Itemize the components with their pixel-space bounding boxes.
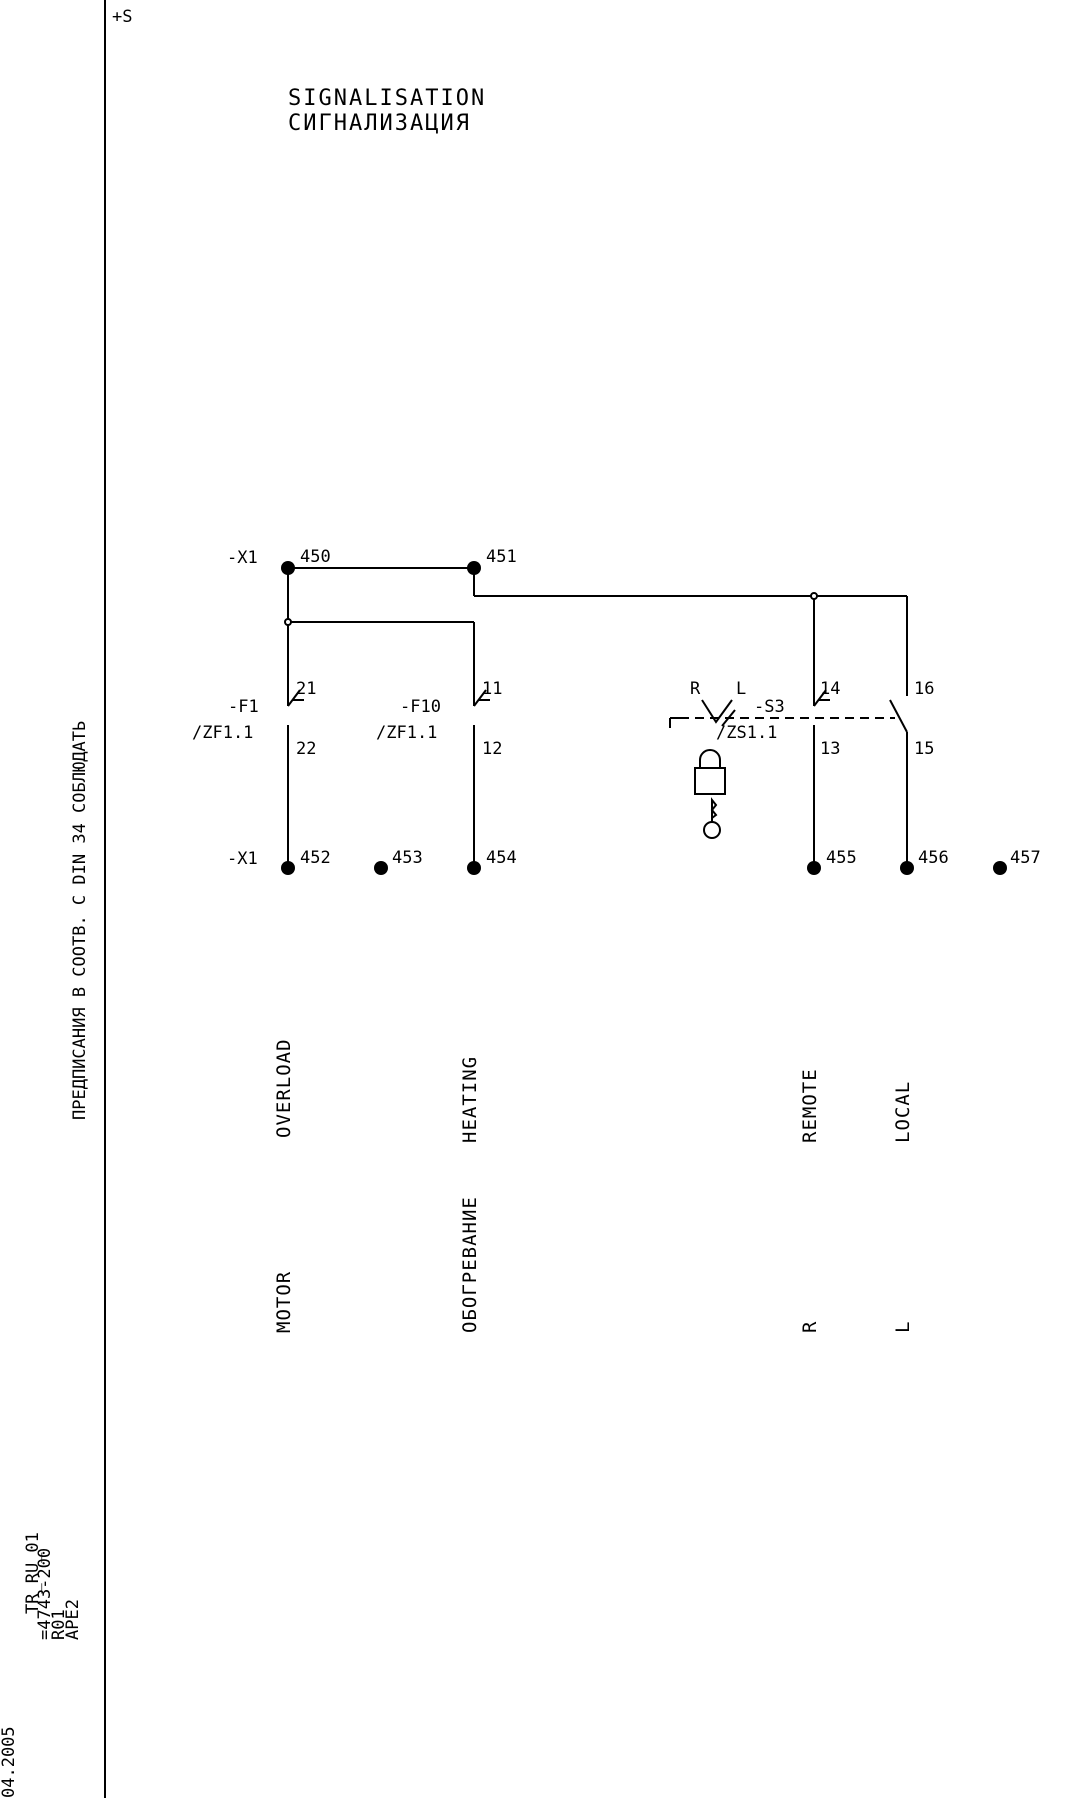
terminal-451: [467, 561, 481, 575]
s3-pin-15: 15: [914, 739, 934, 759]
terminal-452: [281, 861, 295, 875]
f10-ref: /ZF1.1: [376, 723, 437, 743]
terminal-strip-bottom-label: -X1: [227, 849, 258, 869]
terminal-452-label: 452: [300, 848, 331, 868]
signal-local-short: L: [892, 1321, 914, 1333]
s3-pos-l: L: [736, 679, 746, 699]
title-block-line-4: APE2: [63, 1599, 83, 1640]
s3-pin-13: 13: [820, 739, 840, 759]
terminal-453: [374, 861, 388, 875]
terminal-457-label: 457: [1010, 848, 1041, 868]
signal-overload: OVERLOAD: [273, 1038, 295, 1138]
signal-heating-ru: ОБОГРЕВАНИЕ: [459, 1196, 481, 1333]
f10-pin-bottom: 12: [482, 739, 502, 759]
date-fragment: 04.2005: [0, 1726, 19, 1798]
contacts: [287, 689, 908, 733]
location-tag: +S: [112, 7, 132, 27]
f1-pin-bottom: 22: [296, 739, 316, 759]
f1-name: -F1: [228, 697, 259, 717]
f1-contact: [287, 689, 301, 707]
s3-pos-r: R: [690, 679, 701, 699]
title-ru: СИГНАЛИЗАЦИЯ: [288, 111, 471, 136]
signal-motor: MOTOR: [273, 1271, 295, 1333]
padlock-key-icon: [694, 749, 726, 839]
title-block-line-3: R01: [49, 1609, 69, 1640]
signal-remote: REMOTE: [799, 1068, 821, 1143]
terminal-450: [281, 561, 295, 575]
f1-ref: /ZF1.1: [192, 723, 253, 743]
title-block-line-1: TR_RU_01: [23, 1532, 43, 1614]
terminal-451-label: 451: [486, 547, 517, 567]
terminal-457: [993, 861, 1007, 875]
signal-remote-short: R: [799, 1321, 821, 1333]
terminal-points: [281, 561, 1007, 875]
s3-contact-16-15: [889, 699, 908, 733]
s3-ref: /ZS1.1: [716, 723, 777, 743]
s3-pin-14: 14: [820, 679, 840, 699]
terminal-453-label: 453: [392, 848, 423, 868]
f10-name: -F10: [400, 697, 441, 717]
f10-contact: [473, 689, 487, 707]
signal-local: LOCAL: [892, 1081, 914, 1143]
terminal-455: [807, 861, 821, 875]
junction-dots: [284, 592, 818, 626]
terminal-strip-top-label: -X1: [227, 548, 258, 568]
terminal-456: [900, 861, 914, 875]
title-en: SIGNALISATION: [288, 86, 486, 111]
f1-pin-top: 21: [296, 679, 316, 699]
s3-name: -S3: [754, 697, 785, 717]
title-block: TR_RU_01 =4743-200 R01 APE2 04.2005: [0, 1532, 83, 1798]
title-block-line-2: =4743-200: [35, 1548, 55, 1640]
din-note: ПРЕДПИСАНИЯ В СООТВ. С DIN 34 СОБЛЮДАТЬ: [70, 721, 90, 1120]
wiring: [287, 567, 908, 868]
s3-pin-16: 16: [914, 679, 934, 699]
s3-selector-symbol: [669, 699, 895, 728]
s3-contact-14-13: [813, 689, 827, 707]
signal-heating: HEATING: [459, 1056, 481, 1143]
terminal-455-label: 455: [826, 848, 857, 868]
terminal-454-label: 454: [486, 848, 517, 868]
terminal-456-label: 456: [918, 848, 949, 868]
f10-pin-top: 11: [482, 679, 502, 699]
terminal-454: [467, 861, 481, 875]
terminal-450-label: 450: [300, 547, 331, 567]
